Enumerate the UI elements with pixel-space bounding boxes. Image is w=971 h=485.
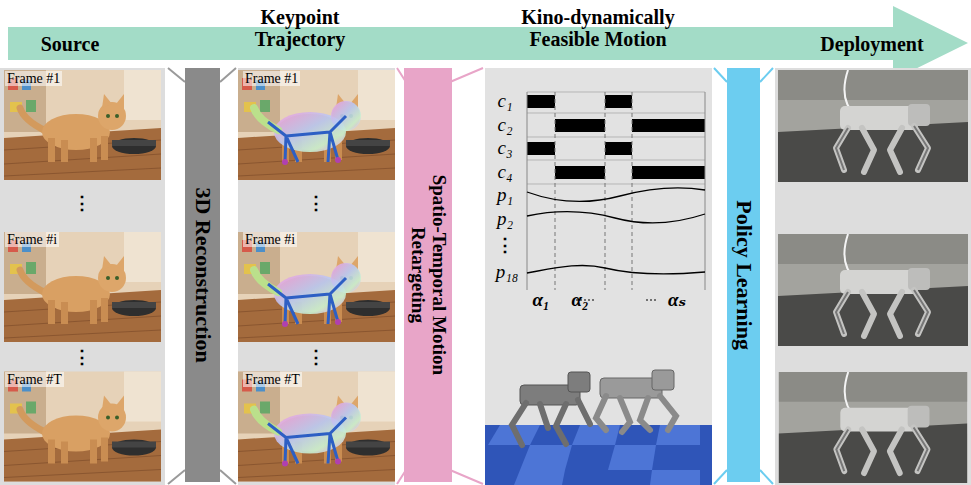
panel-label: αₛ bbox=[668, 290, 686, 311]
process-box: Policy Learning bbox=[727, 68, 760, 482]
stage-heading: Keypoint Trajectory bbox=[238, 6, 363, 50]
panel-label: ⋮ bbox=[307, 194, 325, 214]
panel-label: c₃ bbox=[497, 138, 512, 159]
panel-label: c₂ bbox=[497, 115, 512, 136]
stage-banner: Source Keypoint Trajectory Kino-dynamicall… bbox=[0, 0, 971, 66]
stage-heading: Source bbox=[41, 33, 100, 55]
panel-label: Frame #T bbox=[243, 372, 302, 387]
panel-label: ⋮ bbox=[73, 194, 91, 214]
panel-label: Frame #1 bbox=[5, 71, 62, 86]
stage-heading: Deployment bbox=[820, 33, 923, 55]
panel-label: p₁₈ bbox=[496, 262, 519, 283]
panel-label: c₁ bbox=[497, 91, 512, 112]
panel-label: α₂ bbox=[571, 290, 588, 311]
panel-label: Frame #i bbox=[243, 232, 297, 247]
panel-label: p₁ bbox=[497, 185, 513, 206]
panel-label: Frame #1 bbox=[243, 71, 300, 86]
stage-label: Spatio-Temporal Motion Retargeting bbox=[407, 165, 449, 385]
keypoint-panel: Frame #1 ⋮ Frame #i ⋮ Frame #T bbox=[238, 68, 395, 485]
panel-label: c₄ bbox=[497, 162, 512, 183]
stage-heading: Kino-dynamically Feasible Motion bbox=[496, 6, 701, 50]
stage-label: Policy Learning bbox=[731, 85, 755, 465]
process-box: Spatio-Temporal Motion Retargeting bbox=[404, 68, 452, 482]
panel-label: ⋮ bbox=[496, 236, 514, 256]
panel-label: Frame #T bbox=[5, 372, 64, 387]
motion-panel: c₁ c₂c₃ c₄p₁ p₂ ⋮ p₁₈ α₁ α₂ αₛ bbox=[485, 68, 712, 485]
panel-label: ⋮ bbox=[307, 348, 325, 368]
source-panel: Frame #1 ⋮ Frame #i ⋮ Frame #T bbox=[0, 68, 165, 485]
panel-label: p₂ bbox=[497, 209, 513, 230]
panel-label: Frame #i bbox=[5, 232, 59, 247]
panel-label: ⋮ bbox=[73, 348, 91, 368]
panel-label: α₁ bbox=[532, 290, 549, 311]
process-box: 3D Reconstruction bbox=[185, 68, 220, 482]
stage-label: 3D Reconstruction bbox=[190, 85, 214, 465]
